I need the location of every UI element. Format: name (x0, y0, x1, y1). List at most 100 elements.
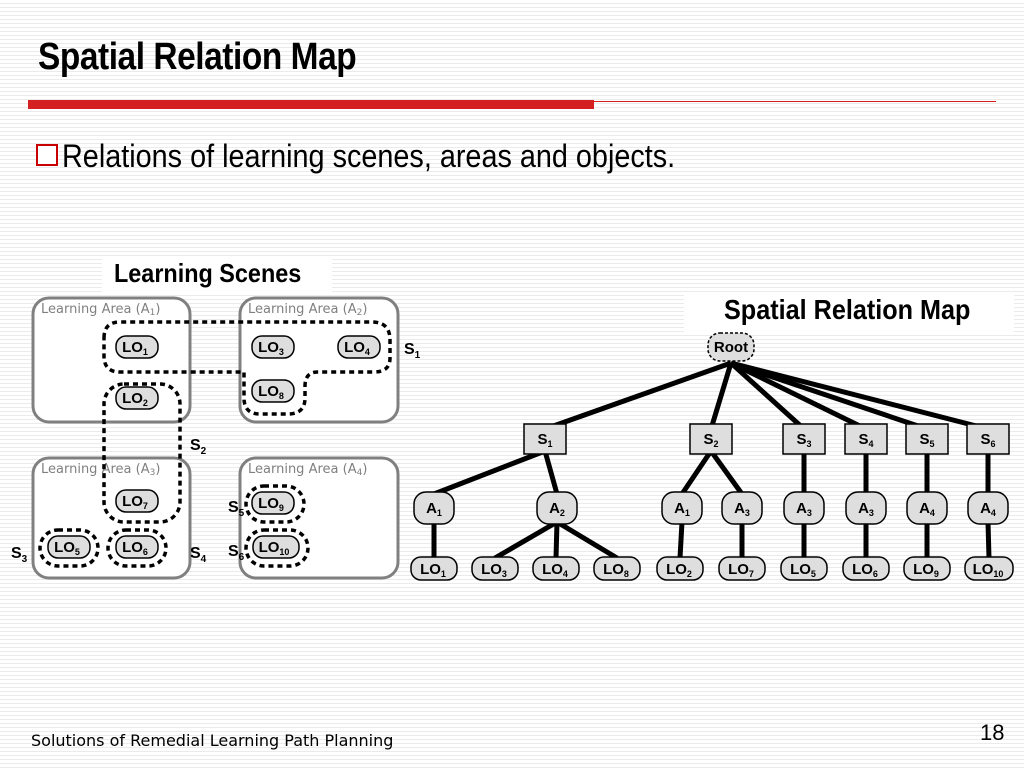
scene-label: S6 (228, 543, 245, 563)
tree-edge (730, 360, 989, 432)
learning-area-label: Learning Area (A4) (248, 462, 367, 478)
scene-label: S5 (228, 499, 245, 519)
leaf-object-node (656, 556, 704, 581)
scene-node-label: S3 (796, 431, 811, 449)
leaf-object-node (593, 556, 641, 581)
leaf-object-node (903, 556, 951, 581)
area-node (845, 491, 887, 525)
scene-outline-s6 (244, 528, 310, 568)
learning-object-label: LO10 (259, 539, 290, 557)
learning-object-node (252, 535, 300, 559)
learning-object-label: LO3 (258, 339, 284, 357)
scene-node (523, 423, 567, 455)
tree-edge (555, 519, 619, 561)
leaf-object-node (842, 556, 890, 581)
learning-area-label: Learning Area (A2) (248, 302, 367, 318)
scene-node-label: S6 (980, 431, 995, 449)
leaf-object-node (780, 556, 828, 581)
area-node (721, 491, 763, 525)
leaf-object-node (410, 556, 458, 581)
area-node-label: A1 (674, 500, 690, 518)
scene-node-label: S4 (858, 431, 873, 449)
scene-node-label: S2 (703, 431, 718, 449)
leaf-object-label: LO5 (790, 561, 816, 579)
scene-label: S3 (11, 545, 28, 565)
tree-edge (730, 360, 928, 432)
learning-object-node (115, 386, 159, 410)
learning-object-node (115, 335, 159, 359)
root-label: Root (714, 339, 748, 356)
title-underline-thick (28, 100, 594, 109)
scene-outline-s5 (244, 484, 306, 524)
learning-scenes-panel: Learning Area (A1) Learning Area (A2) Lear… (11, 296, 421, 580)
leaf-object-label: LO3 (481, 561, 507, 579)
tree-edge (985, 521, 992, 559)
scene-label: S1 (404, 341, 421, 361)
bullet-square-icon (36, 144, 58, 166)
scene-node (844, 423, 888, 455)
leaf-object-node (718, 556, 766, 581)
tree-edge (544, 360, 732, 432)
learning-object-node (251, 335, 295, 359)
area-node (967, 491, 1009, 525)
learning-object-label: LO8 (258, 383, 284, 401)
scene-node (689, 423, 733, 455)
learning-object-node (115, 535, 159, 559)
bullet-text: Relations of learning scenes, areas and … (62, 138, 676, 174)
leaf-object-label: LO9 (913, 561, 939, 579)
scene-outline-s3 (38, 528, 100, 568)
area-node-label: A3 (796, 500, 812, 518)
area-node (661, 491, 703, 525)
tree-edge (542, 450, 560, 495)
leaf-object-node (532, 556, 580, 581)
scene-outline-s4 (106, 528, 168, 568)
learning-object-node (115, 489, 159, 513)
scene-node-label: S1 (537, 431, 552, 449)
leaf-object-label: LO2 (666, 561, 692, 579)
scene-outline-s1 (102, 320, 392, 416)
area-node-label: A4 (919, 500, 935, 518)
area-node-label: A3 (858, 500, 874, 518)
scene-node (905, 423, 949, 455)
root-node (707, 332, 755, 362)
area-node (906, 491, 948, 525)
leaf-object-label: LO10 (973, 561, 1004, 579)
leaf-object-label: LO1 (420, 561, 446, 579)
area-node (413, 491, 455, 525)
scene-label: S2 (190, 437, 207, 457)
learning-object-label: LO1 (122, 339, 148, 357)
learning-object-node (251, 491, 295, 515)
area-node (783, 491, 825, 525)
scene-node-label: S5 (919, 431, 934, 449)
learning-scenes-heading: Learning Scenes (114, 258, 302, 289)
tree-edge (433, 448, 546, 497)
leaf-object-label: LO7 (728, 561, 754, 579)
tree-edge (708, 362, 734, 430)
tree-edge (708, 449, 745, 496)
leaf-object-label: LO6 (852, 561, 878, 579)
page-number: 18 (980, 720, 1005, 745)
area-node (536, 491, 578, 525)
leaf-object-label: LO4 (542, 561, 568, 579)
footer-text: Solutions of Remedial Learning Path Plan… (31, 731, 394, 750)
scene-label: S4 (190, 545, 207, 565)
learning-object-node (337, 335, 381, 359)
learning-object-node (47, 535, 91, 559)
learning-area-label: Learning Area (A1) (41, 302, 160, 318)
tree-edge (493, 519, 559, 561)
learning-object-label: LO4 (344, 339, 370, 357)
scene-node (966, 423, 1010, 455)
tree-edge (729, 360, 868, 432)
learning-object-label: LO7 (122, 493, 148, 511)
title-underline-thin (594, 101, 996, 102)
area-node-label: A4 (980, 500, 996, 518)
tree-edge (553, 521, 560, 559)
leaf-object-node (471, 556, 519, 581)
tree-edge (729, 361, 806, 431)
learning-object-label: LO5 (54, 539, 80, 557)
area-node-label: A3 (734, 500, 750, 518)
area-node-label: A1 (426, 500, 442, 518)
page-title: Spatial Relation Map (38, 36, 357, 78)
